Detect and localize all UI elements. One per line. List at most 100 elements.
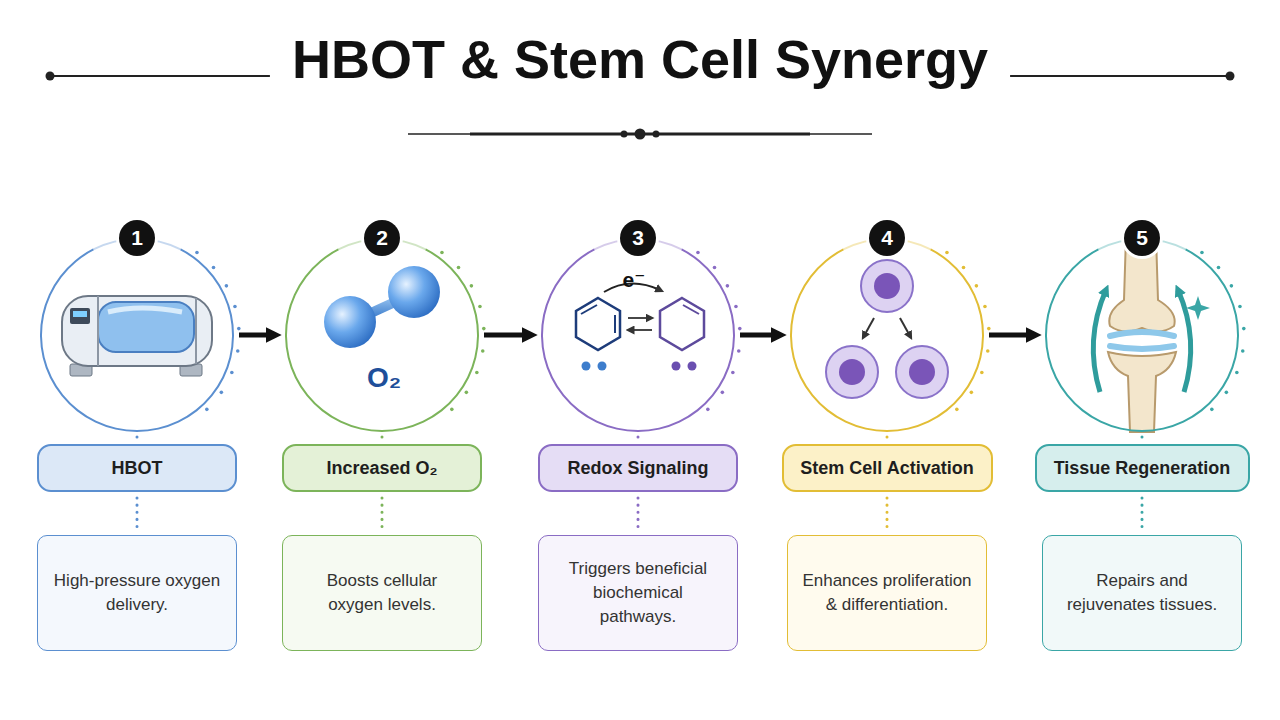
double-bond	[683, 305, 699, 314]
outline-dot	[225, 284, 229, 288]
outline-dot	[478, 305, 482, 309]
molecule-label: O₂	[367, 362, 401, 394]
step-number: 4	[869, 220, 905, 256]
rule-line	[1010, 75, 1228, 77]
step-label-pill: Redox Signaling	[538, 444, 738, 492]
dotted-connector	[637, 437, 640, 438]
outline-dot	[721, 391, 725, 395]
outline-dot	[706, 408, 710, 412]
circle-arc	[1045, 249, 1239, 432]
outline-dot	[1242, 327, 1246, 331]
equilibrium-arrow	[628, 317, 650, 319]
description-box: High-pressure oxygen delivery.	[37, 535, 237, 651]
description-box: Repairs and rejuvenates tissues.	[1042, 535, 1242, 651]
knee-joint	[1093, 236, 1210, 432]
cell	[826, 346, 878, 398]
outline-dot	[986, 349, 990, 353]
step-number: 5	[1124, 220, 1160, 256]
dotted-connector	[136, 498, 139, 529]
step-circle: 5	[1046, 239, 1238, 431]
circle-outline	[33, 231, 241, 439]
oxygen-molecule	[324, 266, 440, 348]
cell-nucleus	[909, 359, 935, 385]
circle-outline	[534, 231, 742, 439]
outline-dot	[1225, 391, 1229, 395]
step-title: Redox Signaling	[567, 458, 708, 479]
hyperbaric-chamber	[62, 296, 212, 376]
step-description: Repairs and rejuvenates tissues.	[1057, 569, 1227, 617]
chamber-body	[62, 296, 212, 366]
outline-dot	[945, 251, 949, 255]
chamber-ring	[97, 296, 99, 366]
outline-dot	[713, 266, 717, 270]
rule-dot	[1226, 72, 1235, 81]
oxygen-atom	[388, 266, 440, 318]
stem-cells	[826, 260, 948, 398]
step-description: Triggers beneficial biochemical pathways…	[553, 557, 723, 628]
flow-arrow	[740, 333, 773, 338]
title-underline	[408, 129, 872, 140]
outline-dot	[212, 266, 216, 270]
step-title: HBOT	[112, 458, 163, 479]
dotted-connector	[381, 498, 384, 529]
step-number: 3	[620, 220, 656, 256]
outline-dot	[1241, 349, 1245, 353]
step-title: Increased O₂	[326, 458, 437, 479]
step-description: Enhances proliferation & differentiation…	[802, 569, 972, 617]
description-box: Boosts cellular oxygen levels.	[282, 535, 482, 651]
dotted-connector	[381, 437, 384, 438]
electron-dot	[688, 362, 697, 371]
outline-dot	[970, 391, 974, 395]
step-description: Boosts cellular oxygen levels.	[297, 569, 467, 617]
dotted-connector	[886, 498, 889, 529]
outline-dot	[450, 408, 454, 412]
cell-nucleus	[839, 359, 865, 385]
dotted-connector	[1141, 498, 1144, 529]
outline-dot	[233, 305, 237, 309]
panel-screen	[73, 311, 87, 317]
underline-dot	[635, 129, 646, 140]
outline-dot	[220, 391, 224, 395]
circle-arc	[40, 249, 234, 432]
outline-dot	[726, 284, 730, 288]
outline-dot	[983, 305, 987, 309]
chamber-window	[98, 302, 194, 352]
outline-dot	[987, 327, 991, 331]
window-glare	[108, 308, 182, 312]
division-arrow	[864, 318, 874, 336]
outline-dot	[205, 408, 209, 412]
flow-arrow	[239, 333, 268, 338]
outline-dot	[1230, 284, 1234, 288]
outline-dot	[980, 371, 984, 375]
cell	[861, 260, 913, 312]
step-label-pill: HBOT	[37, 444, 237, 492]
circle-outline	[783, 231, 991, 439]
dotted-connector	[637, 498, 640, 529]
outline-dot	[738, 327, 742, 331]
circle-outline	[278, 231, 486, 439]
step-description: High-pressure oxygen delivery.	[52, 569, 222, 617]
step-label-pill: Tissue Regeneration	[1035, 444, 1250, 492]
step-label-pill: Increased O₂	[282, 444, 482, 492]
outline-dot	[230, 371, 234, 375]
electron-label: e⁻	[623, 268, 646, 292]
outline-dot	[195, 251, 199, 255]
step-circle: 1	[41, 239, 233, 431]
electron-dot	[582, 362, 591, 371]
dotted-connector	[136, 437, 139, 438]
dotted-connector	[1141, 437, 1144, 438]
step-number: 1	[119, 220, 155, 256]
outline-dot	[1238, 305, 1242, 309]
outline-dot	[962, 266, 966, 270]
outline-dot	[1235, 371, 1239, 375]
equilibrium-arrow	[630, 329, 652, 331]
rule-line	[52, 75, 270, 77]
redox-rings	[576, 283, 704, 370]
circle-arc	[541, 249, 735, 432]
cell	[896, 346, 948, 398]
underline-dot	[653, 131, 660, 138]
regeneration-arrow	[1178, 290, 1191, 392]
step-circle: 2	[286, 239, 478, 431]
outline-dot	[482, 327, 486, 331]
